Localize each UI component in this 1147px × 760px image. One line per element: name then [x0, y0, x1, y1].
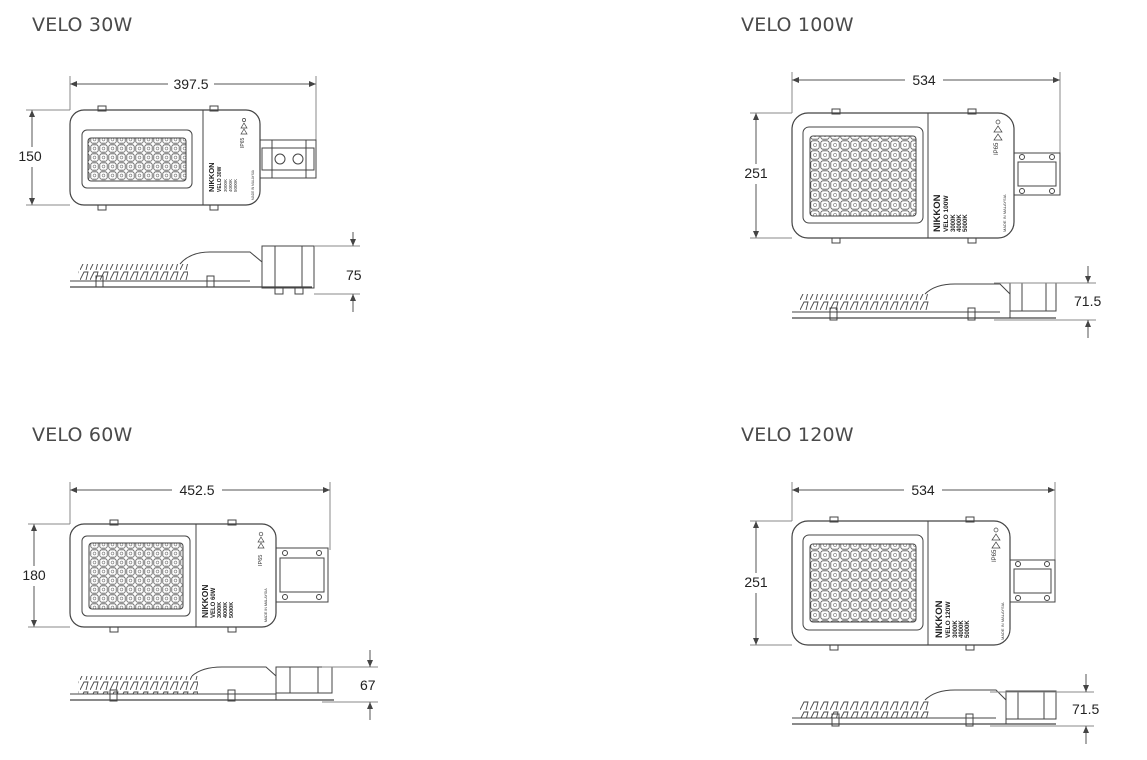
dim-width-30w: 397.5 — [173, 76, 208, 92]
dim-width-60w: 452.5 — [179, 482, 214, 498]
model-label-60w: VELO 60W — [211, 587, 217, 618]
temp-label-100w-a: 3000K — [951, 214, 957, 232]
temp-label-120w-a: 3000K — [953, 620, 959, 638]
model-title-120w: VELO 120W — [741, 424, 854, 446]
made-in-label-100w: MADE IN MALAYSIA — [1002, 194, 1007, 232]
dim-depth-60w: 67 — [360, 677, 376, 693]
temp-label-60w-a: 3000K — [217, 602, 223, 618]
ip-label-30w: IP65 — [240, 137, 246, 148]
model-label-100w: VELO 100W — [943, 195, 950, 232]
dim-height-60w: 180 — [22, 567, 46, 583]
velo-100w-drawing — [738, 71, 1096, 338]
model-title-100w: VELO 100W — [741, 14, 854, 36]
label-block-120w: NIKKON VELO 120W 3000K 4000K 5000K — [934, 600, 971, 638]
temp-label-100w-b: 4000K — [957, 214, 963, 232]
label-block-60w: NIKKON VELO 60W 3000K 4000K 5000K — [200, 584, 235, 618]
brand-label-60w: NIKKON — [200, 584, 210, 618]
brand-label-30w: NIKKON — [207, 162, 216, 192]
temp-label-60w-b: 4000K — [223, 602, 229, 618]
model-title-60w: VELO 60W — [32, 424, 133, 446]
label-block-100w: NIKKON VELO 100W 3000K 4000K 5000K — [932, 194, 969, 232]
velo-120w-drawing — [738, 481, 1094, 744]
temp-label-100w-c: 5000K — [963, 214, 969, 232]
cert-icon — [240, 118, 1003, 549]
dim-depth-120w: 71.5 — [1072, 701, 1099, 717]
dim-height-100w: 251 — [744, 165, 768, 181]
dim-height-30w: 150 — [18, 148, 42, 164]
made-in-label-60w: MADE IN MALAYSIA — [264, 588, 268, 622]
dim-depth-30w: 75 — [346, 267, 362, 283]
brand-label-120w: NIKKON — [934, 600, 945, 638]
temp-label-120w-b: 4000K — [959, 620, 965, 638]
model-title-30w: VELO 30W — [32, 14, 133, 36]
temp-label-30w-a: 3000K — [223, 179, 228, 192]
ip-label-120w: IP65 — [992, 549, 998, 562]
ip-label-60w: IP65 — [258, 555, 264, 566]
ip-label-100w: IP65 — [994, 142, 1000, 155]
temp-label-30w-b: 4000K — [228, 179, 233, 192]
dim-height-120w: 251 — [744, 574, 768, 590]
dim-width-120w: 534 — [911, 482, 935, 498]
temp-label-120w-c: 5000K — [965, 620, 971, 638]
velo-30w-drawing — [12, 75, 360, 312]
made-in-label-120w: MADE IN MALAYSIA — [1000, 602, 1005, 640]
label-block-30w: NIKKON VELO 30W 3000K 4000K 5000K — [207, 162, 238, 192]
brand-label-100w: NIKKON — [932, 194, 943, 232]
temp-label-30w-c: 5000K — [233, 179, 238, 192]
model-label-30w: VELO 30W — [217, 166, 223, 192]
temp-label-60w-c: 5000K — [229, 602, 235, 618]
dim-width-100w: 534 — [912, 72, 936, 88]
made-in-label-30w: MADE IN MALAYSIA — [251, 169, 255, 200]
dim-depth-100w: 71.5 — [1074, 293, 1101, 309]
model-label-120w: VELO 120W — [945, 601, 952, 638]
velo-60w-drawing — [16, 481, 378, 720]
